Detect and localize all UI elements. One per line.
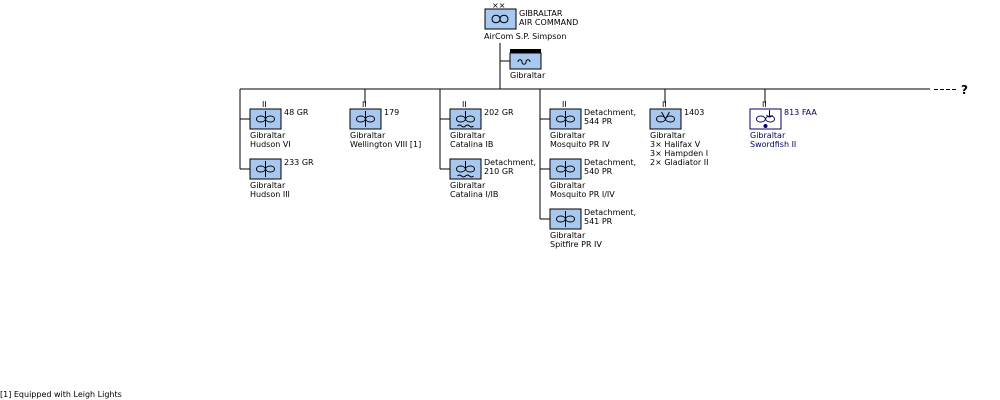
- unit-designation: 541 PR: [584, 217, 613, 226]
- unit-designation: Detachment,: [584, 208, 636, 217]
- unit-designation: 813 FAA: [784, 108, 817, 117]
- unit-echelon: II: [662, 100, 667, 109]
- unit-designation: Detachment,: [584, 108, 636, 117]
- hq-commander: AirCom S.P. Simpson: [484, 32, 566, 41]
- unit-aircraft: Wellington VIII [1]: [350, 140, 421, 149]
- station-airforce-icon: [517, 59, 531, 65]
- station-bar: [510, 49, 541, 53]
- unit-designation: 233 GR: [284, 158, 314, 167]
- unit-designation: Detachment,: [584, 158, 636, 167]
- airforce-icon: [255, 165, 276, 173]
- unit-aircraft: Hudson VI: [250, 140, 291, 149]
- naval-dot-icon: [763, 124, 768, 128]
- unit-designation: 210 GR: [484, 167, 514, 176]
- unit-base: Gibraltar: [250, 181, 286, 190]
- unit-aircraft: Spitfire PR IV: [550, 240, 602, 249]
- unit-echelon: II: [362, 100, 367, 109]
- unit-base: Gibraltar: [250, 131, 286, 140]
- unit-aircraft: Hudson III: [250, 190, 290, 199]
- wave-icon: [457, 174, 474, 178]
- hq-unit: ×× GIBRALTAR AIR COMMAND AirCom S.P. Sim…: [484, 1, 578, 41]
- weather-mark-icon: [661, 111, 670, 121]
- station-unit: Gibraltar: [509, 49, 546, 80]
- airforce-icon: [455, 165, 476, 173]
- unit-aircraft: Mosquito PR I/IV: [550, 190, 615, 199]
- airforce-icon: [255, 115, 276, 123]
- footnote: [1] Equipped with Leigh Lights: [0, 390, 122, 399]
- unit-designation: 48 GR: [284, 108, 309, 117]
- airforce-icon: [555, 165, 576, 173]
- wave-icon: [457, 124, 474, 128]
- unit-base: Gibraltar: [550, 131, 586, 140]
- unit-echelon: II: [262, 100, 267, 109]
- unit-aircraft: Swordfish II: [750, 140, 796, 149]
- airforce-icon: [355, 115, 376, 123]
- unit-designation: 179: [384, 108, 399, 117]
- airforce-icon: [491, 14, 509, 24]
- unit-designation: 1403: [684, 108, 704, 117]
- unit-base: Gibraltar: [350, 131, 386, 140]
- hq-name-line2: AIR COMMAND: [519, 18, 578, 27]
- station-label: Gibraltar: [510, 71, 546, 80]
- airforce-icon: [655, 115, 676, 123]
- station-symbol: [509, 52, 542, 70]
- unit-echelon: II: [462, 100, 467, 109]
- unit-base: Gibraltar: [650, 131, 686, 140]
- unit-aircraft: 3× Halifax V: [650, 140, 701, 149]
- unit-base: Gibraltar: [750, 131, 786, 140]
- anchor-icon: [766, 110, 773, 118]
- unit-designation: 544 PR: [584, 117, 613, 126]
- unit-aircraft: Catalina IB: [450, 140, 493, 149]
- unit-aircraft: 2× Gladiator II: [650, 158, 708, 167]
- unit-base: Gibraltar: [550, 181, 586, 190]
- hq-echelon: ××: [492, 1, 505, 10]
- unit-aircraft: Catalina I/IB: [450, 190, 498, 199]
- unit-echelon: II: [562, 100, 567, 109]
- connector-lines: [239, 43, 958, 220]
- airforce-icon: [555, 215, 576, 223]
- continuation-mark: ?: [961, 83, 968, 97]
- unit-designation: Detachment,: [484, 158, 536, 167]
- unit-base: Gibraltar: [450, 131, 486, 140]
- hq-name-line1: GIBRALTAR: [519, 9, 563, 18]
- unit-aircraft: Mosquito PR IV: [550, 140, 610, 149]
- airforce-icon: [455, 115, 476, 123]
- unit-base: Gibraltar: [450, 181, 486, 190]
- unit-designation: 540 PR: [584, 167, 613, 176]
- airforce-icon: [755, 115, 776, 123]
- unit-aircraft: 3× Hampden I: [650, 149, 708, 158]
- airforce-icon: [555, 115, 576, 123]
- unit-base: Gibraltar: [550, 231, 586, 240]
- unit-echelon: II: [762, 100, 767, 109]
- unit-designation: 202 GR: [484, 108, 514, 117]
